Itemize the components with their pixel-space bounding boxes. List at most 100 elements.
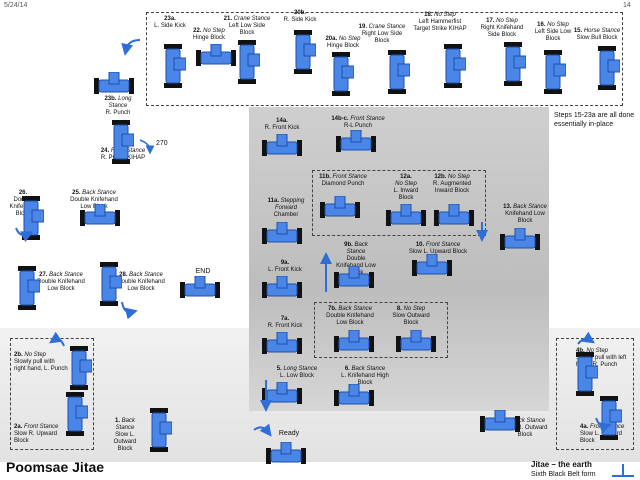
- foot-left: [196, 50, 201, 66]
- step-9a-label: 9a.L. Front Kick: [268, 260, 302, 273]
- arm: [194, 276, 206, 289]
- foot-top: [388, 50, 406, 55]
- step-7a-label: 7a.R. Front Kick: [267, 316, 303, 329]
- foot-bottom: [112, 159, 130, 164]
- foot-bottom: [100, 301, 118, 306]
- fig-6-icon: [334, 384, 374, 406]
- foot-bottom: [18, 305, 36, 310]
- foot-left: [386, 210, 391, 226]
- fig-11b-icon: [320, 196, 360, 218]
- foot-left: [262, 282, 267, 298]
- foot-right: [297, 228, 302, 244]
- foot-bottom: [504, 81, 522, 86]
- fig-12b-icon: [434, 204, 474, 226]
- fig-16-icon: [544, 50, 566, 94]
- foot-right: [215, 282, 220, 298]
- center-panel: [249, 107, 549, 411]
- arm: [280, 442, 292, 455]
- foot-top: [150, 408, 168, 413]
- foot-bottom: [164, 83, 182, 88]
- step-23a-label: 23a.L. Side Kick: [154, 16, 186, 29]
- arm: [609, 409, 622, 423]
- fig-21-icon: [238, 40, 260, 84]
- fig-9b-icon: [334, 266, 374, 288]
- page-number: 14: [623, 2, 631, 9]
- arm: [453, 57, 466, 71]
- arm: [210, 44, 222, 57]
- fig-5-icon: [262, 382, 302, 404]
- arm: [341, 65, 354, 79]
- fig-23b-icon: [94, 72, 134, 94]
- fig-4a-icon: [600, 396, 622, 440]
- arm: [31, 209, 44, 223]
- direction-key-icon: [612, 464, 634, 477]
- fig-end-icon: [180, 276, 220, 298]
- arm: [94, 204, 106, 217]
- foot-top: [112, 120, 130, 125]
- fig-7a-icon: [262, 332, 302, 354]
- arm: [513, 55, 526, 69]
- fig-17-icon: [504, 42, 526, 86]
- end-label: END: [195, 268, 211, 275]
- arm: [27, 279, 40, 293]
- foot-right: [301, 448, 306, 464]
- foot-left: [480, 416, 485, 432]
- arm: [173, 57, 186, 71]
- foot-left: [262, 140, 267, 156]
- arm: [397, 63, 410, 77]
- step-14a-label: 14a.R. Front Kick: [264, 118, 300, 131]
- fig-22-icon: [196, 44, 236, 66]
- foot-bottom: [22, 235, 40, 240]
- foot-bottom: [388, 89, 406, 94]
- fig-1-icon: [150, 408, 172, 452]
- foot-left: [266, 448, 271, 464]
- arm: [400, 204, 412, 217]
- foot-left: [320, 202, 325, 218]
- foot-top: [66, 392, 84, 397]
- foot-top: [600, 396, 618, 401]
- arm: [585, 365, 598, 379]
- fig-27-icon: [18, 266, 40, 310]
- steps-4a-4b-group: [556, 338, 634, 450]
- fig-20a-icon: [332, 52, 354, 96]
- foot-right: [297, 388, 302, 404]
- arm: [276, 134, 288, 147]
- foot-right: [447, 260, 452, 276]
- foot-left: [262, 388, 267, 404]
- foot-right: [515, 416, 520, 432]
- steps-7b-8-group: [314, 302, 448, 358]
- arm: [334, 196, 346, 209]
- foot-left: [500, 234, 505, 250]
- arm: [303, 43, 316, 57]
- arm: [247, 53, 260, 67]
- subtitle-line2: Sixth Black Belt form: [531, 471, 596, 478]
- foot-left: [412, 260, 417, 276]
- arrow-28: [121, 301, 138, 320]
- arm: [553, 63, 566, 77]
- fig-2a-icon: [66, 392, 88, 436]
- fig-7b-icon: [334, 330, 374, 352]
- arm: [75, 405, 88, 419]
- arm: [276, 382, 288, 395]
- arm: [607, 59, 620, 73]
- fig-3-icon: [480, 410, 520, 432]
- arm: [514, 228, 526, 241]
- foot-bottom: [66, 431, 84, 436]
- arm: [448, 204, 460, 217]
- arm: [108, 72, 120, 85]
